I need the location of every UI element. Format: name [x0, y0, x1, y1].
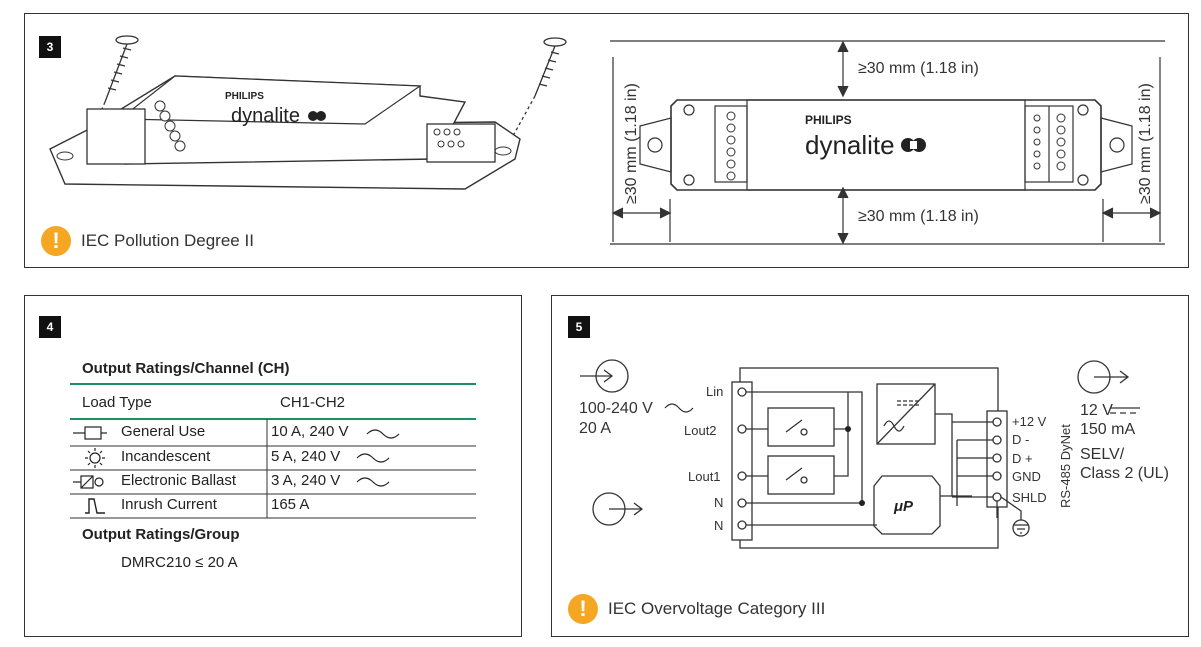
wiring-diagram-panel: 5	[551, 295, 1189, 637]
dim-bottom-label: ≥30 mm (1.18 in)	[858, 208, 979, 225]
wiring-schematic: Lin Lout2 Lout1 N N +12 V D - D + GND SH…	[579, 359, 1169, 549]
row-label: Electronic Ballast	[121, 472, 237, 489]
terminal-n1: N	[714, 495, 723, 510]
group-ratings-value: DMRC210 ≤ 20 A	[121, 554, 238, 571]
terminal-lout2: Lout2	[684, 423, 717, 438]
pollution-warning-text: IEC Pollution Degree II	[81, 231, 254, 250]
brand-top-iso: PHILIPS	[225, 91, 264, 102]
installation-panel: 3 PHI	[24, 13, 1189, 268]
row-label: Incandescent	[121, 448, 211, 465]
pollution-warning: ! IEC Pollution Degree II	[41, 226, 254, 256]
mcu-label: μP	[893, 498, 914, 515]
incandescent-icon	[85, 448, 105, 468]
dim-left-label: ≥30 mm (1.18 in)	[623, 83, 640, 204]
warning-icon: !	[41, 226, 71, 256]
output-ratings-panel: 4 Output Ratings/Channel (CH)	[24, 295, 522, 637]
terminal-lin: Lin	[706, 384, 723, 399]
terminal-gnd: GND	[1012, 469, 1041, 484]
output-voltage: 12 V	[1080, 402, 1113, 419]
ac-symbol-icon	[356, 429, 400, 487]
group-ratings-title: Output Ratings/Group	[82, 526, 240, 543]
output-current: 150 mA	[1080, 421, 1135, 438]
general-use-icon	[73, 426, 107, 440]
col-header-ch: CH1-CH2	[280, 394, 346, 411]
terminal-lout1: Lout1	[688, 469, 721, 484]
warning-icon: !	[568, 594, 598, 624]
row-rating: 3 A, 240 V	[271, 472, 341, 489]
input-current: 20 A	[579, 420, 611, 437]
row-rating: 10 A, 240 V	[271, 423, 349, 440]
row-rating: 165 A	[271, 496, 310, 513]
output-class-1: SELV/	[1080, 446, 1125, 463]
output-ratings-title: Output Ratings/Channel (CH)	[82, 360, 290, 377]
col-header-load-type: Load Type	[82, 394, 152, 411]
step-number-5: 5	[568, 316, 590, 338]
terminal-shld: SHLD	[1012, 490, 1047, 505]
step-number-3: 3	[39, 36, 61, 58]
output-class-2: Class 2 (UL)	[1080, 465, 1169, 482]
brand-top: PHILIPS	[805, 113, 852, 127]
row-label: Inrush Current	[121, 496, 217, 513]
device-isometric-drawing: PHILIPS dynalite	[49, 35, 567, 190]
brand-name-iso: dynalite	[231, 105, 300, 127]
dynalite-logo-icon	[901, 138, 926, 152]
row-rating: 5 A, 240 V	[271, 448, 341, 465]
overvoltage-warning: ! IEC Overvoltage Category III	[568, 594, 825, 624]
dim-top-label: ≥30 mm (1.18 in)	[858, 60, 979, 77]
brand-name: dynalite	[805, 130, 895, 160]
terminal-d-plus: D +	[1012, 451, 1033, 466]
dynalite-logo-iso-icon	[308, 111, 326, 121]
inrush-current-icon	[85, 498, 105, 514]
ratings-table-lines	[70, 383, 476, 519]
overvoltage-warning-text: IEC Overvoltage Category III	[608, 599, 826, 618]
clearance-dimension-drawing: PHILIPS dynalite ≥30 mm (1.18 in) ≥30 mm…	[610, 40, 1165, 245]
dim-right-label: ≥30 mm (1.18 in)	[1137, 83, 1154, 204]
terminal-d-minus: D -	[1012, 432, 1029, 447]
input-voltage: 100-240 V	[579, 400, 653, 417]
bus-label: RS-485 DyNet	[1058, 424, 1073, 508]
row-label: General Use	[121, 423, 206, 440]
step-number-4: 4	[39, 316, 61, 338]
electronic-ballast-icon	[73, 475, 104, 489]
terminal-12v: +12 V	[1012, 414, 1047, 429]
terminal-n2: N	[714, 518, 723, 533]
